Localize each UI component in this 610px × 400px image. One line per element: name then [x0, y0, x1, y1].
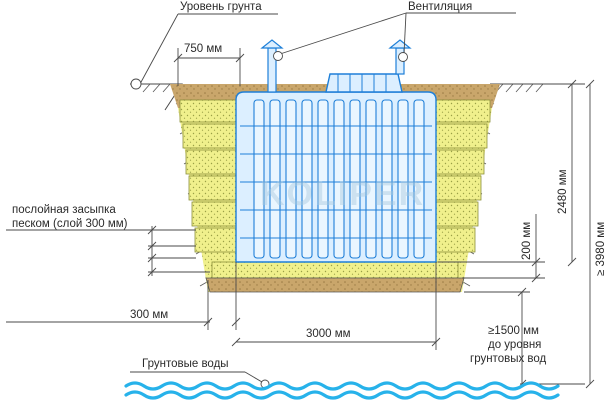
ground-level-leader: [130, 13, 278, 90]
gw-distance-line-2: до уровня: [488, 339, 541, 351]
gw-distance-line-1: ≥1500 мм: [488, 325, 539, 337]
sand-fill-leader: [6, 225, 210, 277]
gw-distance-line-3: грунтовых вод: [470, 353, 547, 365]
dim-750-label: 750 мм: [184, 43, 222, 55]
ground-level-label: Уровень грунта: [180, 1, 262, 13]
sand-fill-label-1: послойная засыпка: [12, 204, 116, 216]
groundwater-label: Грунтовые воды: [142, 358, 229, 370]
dim-300-label: 300 мм: [130, 309, 168, 321]
vent-pipe-left: [260, 39, 284, 93]
dim-300: [6, 262, 241, 330]
dim-verticals: [438, 79, 595, 389]
ventilation-leader: [273, 12, 516, 62]
soil-base: [205, 277, 465, 293]
septic-tank: [235, 73, 437, 263]
dim-3000: [231, 262, 441, 350]
dim-3000-label: 3000 мм: [306, 328, 351, 340]
sand-layers-left: [179, 99, 241, 253]
sand-base-slab: [211, 261, 459, 279]
dim-200-label: 200 мм: [521, 222, 533, 260]
watermark: KOLIPER: [260, 175, 425, 213]
sand-layers-right: [429, 99, 491, 253]
dim-750: [173, 48, 245, 86]
ventilation-label: Вентиляция: [408, 1, 472, 13]
dim-3980-label: ≥ 3980 мм: [595, 222, 607, 276]
groundwater-waves: [124, 381, 560, 400]
sand-fill-label-2: песком (слой 300 мм): [12, 218, 128, 230]
dim-2480-label: 2480 мм: [557, 169, 569, 214]
groundwater-leader: [130, 371, 270, 389]
